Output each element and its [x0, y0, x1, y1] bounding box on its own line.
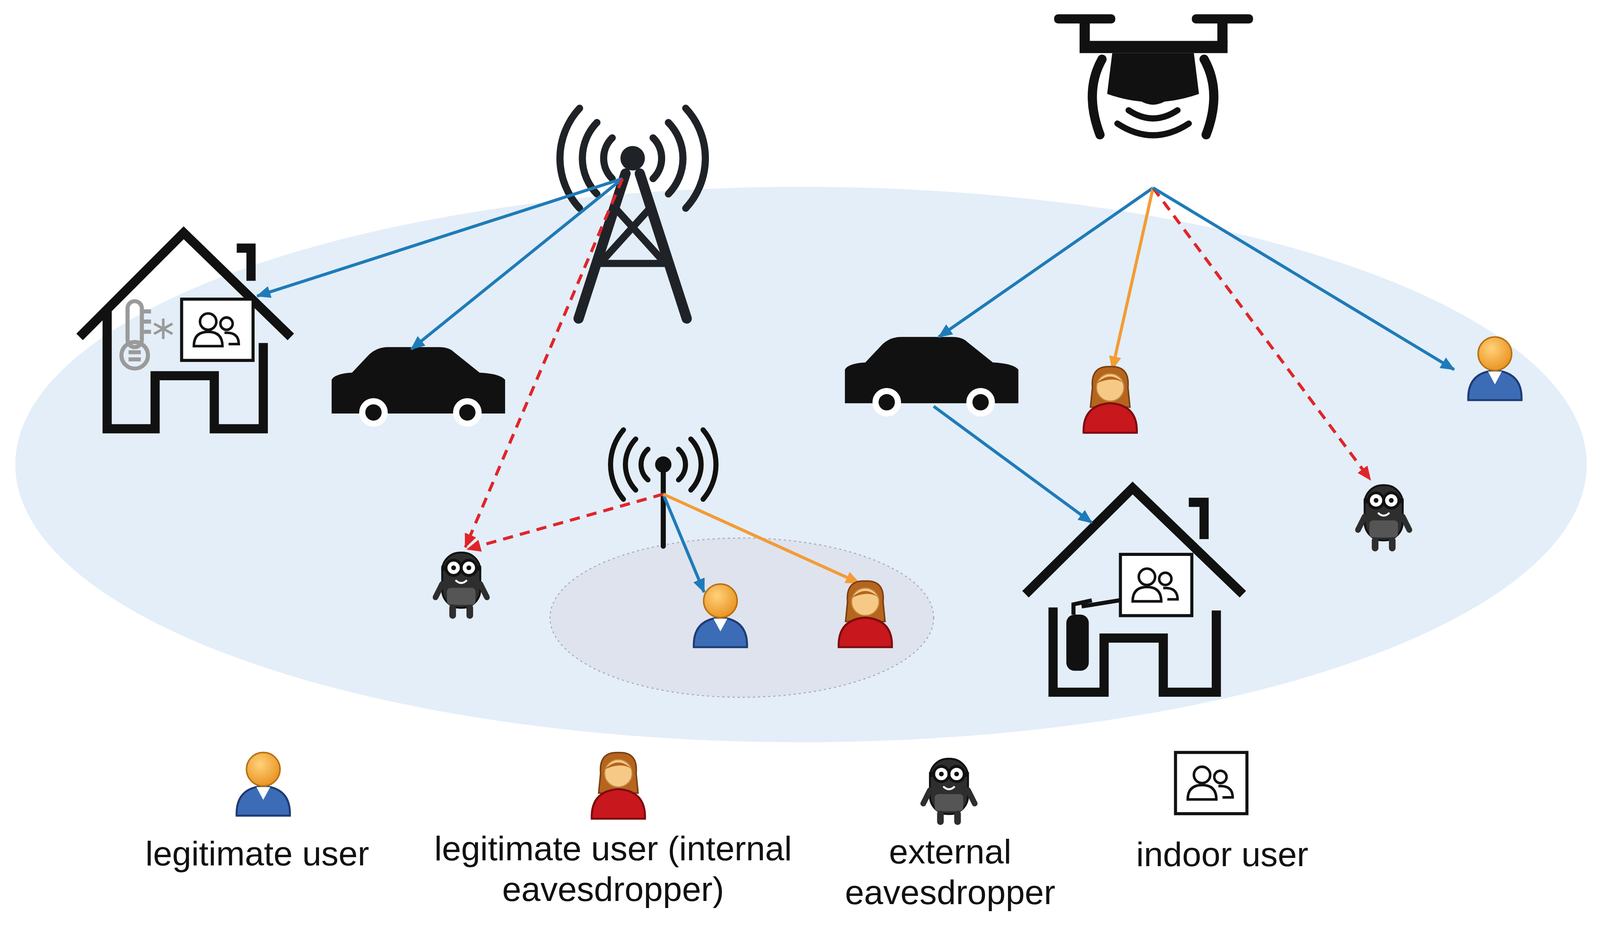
legitimate-user: [693, 583, 747, 647]
legend-sample: [923, 758, 975, 822]
fire-extinguisher: [1066, 600, 1120, 671]
smart-home: [79, 232, 291, 429]
legend-sample: [236, 751, 290, 815]
thermometer: [121, 301, 152, 369]
drone: [1054, 14, 1254, 136]
legitimate-user: [1468, 336, 1522, 400]
legend-sample: [591, 752, 645, 819]
legend-label: legitimate user: [81, 832, 434, 874]
legend-label: indoor user: [1046, 833, 1399, 875]
snowflake: [154, 318, 173, 339]
legend-sample: [1175, 751, 1247, 814]
internal-eavesdropper: [1083, 366, 1137, 433]
small-cell-antenna: [610, 429, 716, 547]
smart-home: [1025, 487, 1244, 692]
legend-label: external eavesdropper: [813, 830, 1087, 913]
small-cell-area: [550, 537, 934, 697]
internal-eavesdropper: [838, 580, 892, 647]
external-eavesdropper: [1357, 484, 1410, 548]
coverage-area: [15, 186, 1587, 743]
indoor-user-icon: [181, 299, 254, 361]
legend-label: legitimate user (internal eavesdropper): [417, 827, 809, 910]
external-eavesdropper: [435, 552, 488, 616]
links: [257, 178, 1455, 592]
indoor-user-icon: [1120, 554, 1192, 616]
car: [844, 336, 1019, 417]
car: [331, 346, 506, 427]
